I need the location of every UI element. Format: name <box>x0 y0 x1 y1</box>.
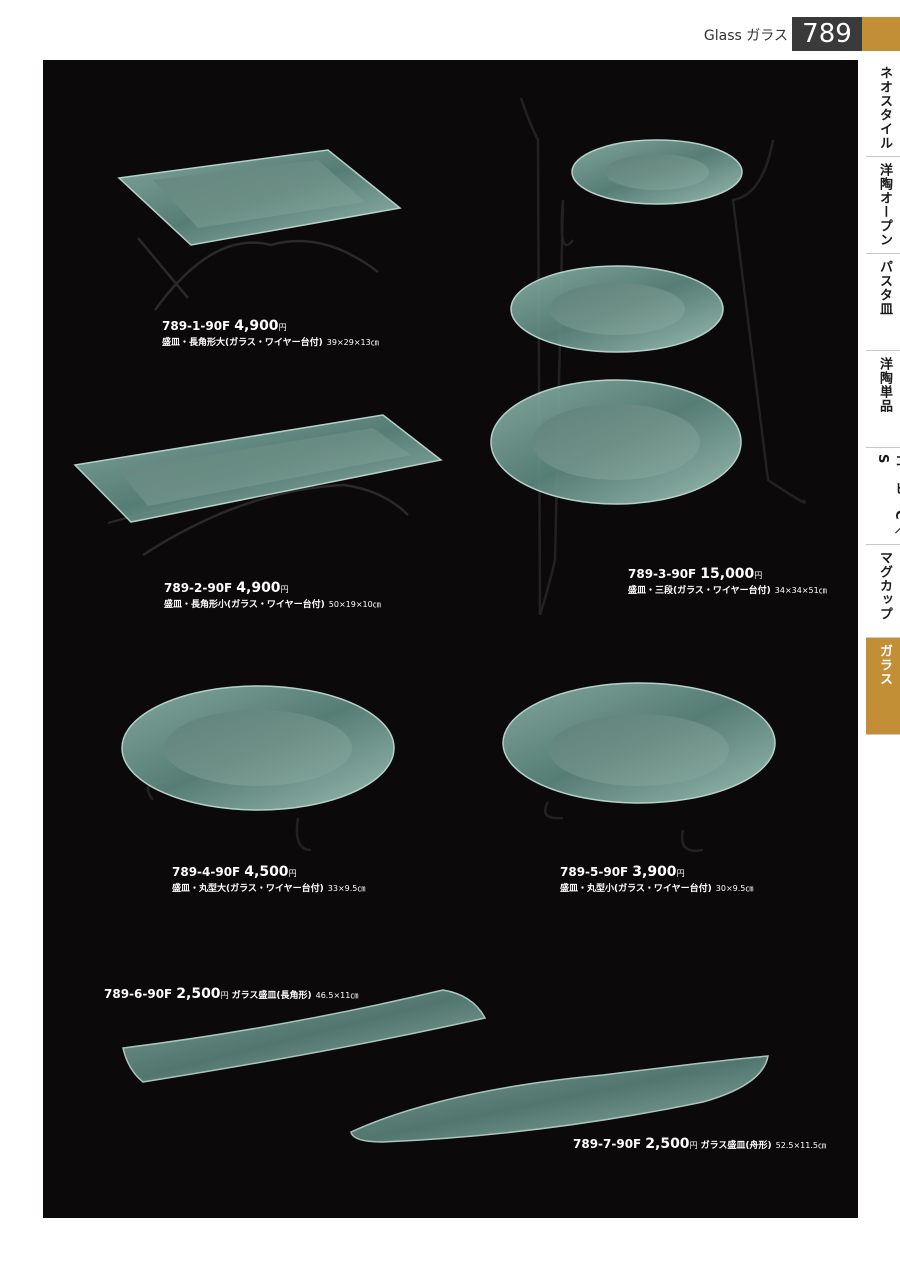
product-description: 盛皿・丸型小(ガラス・ワイヤー台付) <box>560 884 712 894</box>
tab-label: ガラス <box>877 644 892 686</box>
product-price: 4,900 <box>234 318 279 334</box>
tab-neo-style[interactable]: ネオスタイル <box>866 60 900 157</box>
product-code: 789-2-90F <box>164 581 233 595</box>
tab-mug-cup[interactable]: マグカップ <box>866 545 900 638</box>
product-image-789-7 <box>350 1055 769 1143</box>
product-image-789-5 <box>502 682 776 853</box>
product-description: 盛皿・長角形大(ガラス・ワイヤー台付) <box>162 338 323 348</box>
tab-glass[interactable]: ガラス <box>866 638 900 735</box>
page-number-accent <box>862 17 900 51</box>
tab-label: ネオスタイル <box>877 66 892 150</box>
yen-mark: 円 <box>220 991 229 1000</box>
product-illustrations <box>73 97 806 1143</box>
yen-mark: 円 <box>278 323 287 332</box>
product-image-789-3 <box>490 97 806 616</box>
page-number: 789 <box>792 17 862 51</box>
yen-mark: 円 <box>280 585 289 594</box>
product-dimensions: 39×29×13㎝ <box>326 338 379 347</box>
product-dimensions: 30×9.5㎝ <box>715 884 754 893</box>
product-image-789-2 <box>73 414 443 557</box>
yen-mark: 円 <box>754 571 763 580</box>
product-code: 789-3-90F <box>628 567 697 581</box>
product-description: ガラス盛皿(長角形) <box>231 991 312 1001</box>
product-price: 4,900 <box>236 580 281 596</box>
product-description: 盛皿・三段(ガラス・ワイヤー台付) <box>628 586 771 596</box>
tab-western-open[interactable]: 洋陶オープン <box>866 157 900 254</box>
product-price: 15,000 <box>700 566 755 582</box>
product-dimensions: 52.5×11.5㎝ <box>775 1141 826 1150</box>
product-code: 789-5-90F <box>560 865 629 879</box>
product-code: 789-4-90F <box>172 865 241 879</box>
product-price: 4,500 <box>244 864 289 880</box>
tab-label: コーヒーC／S <box>875 454 900 535</box>
product-description: 盛皿・長角形小(ガラス・ワイヤー台付) <box>164 600 325 610</box>
yen-mark: 円 <box>689 1141 698 1150</box>
product-price: 2,500 <box>176 986 221 1002</box>
product-dimensions: 33×9.5㎝ <box>327 884 366 893</box>
product-dimensions: 46.5×11㎝ <box>315 991 359 1000</box>
tab-label: マグカップ <box>877 551 892 621</box>
tab-western-single[interactable]: 洋陶単品 <box>866 351 900 448</box>
tab-pasta-plate[interactable]: パスタ皿 <box>866 254 900 351</box>
product-description: 盛皿・丸型大(ガラス・ワイヤー台付) <box>172 884 324 894</box>
product-price: 3,900 <box>632 864 677 880</box>
product-image-789-6 <box>122 989 487 1083</box>
product-code: 789-7-90F <box>573 1137 642 1151</box>
product-price: 2,500 <box>645 1136 690 1152</box>
yen-mark: 円 <box>676 869 685 878</box>
yen-mark: 円 <box>288 869 297 878</box>
tab-label: パスタ皿 <box>877 260 892 316</box>
product-description: ガラス盛皿(舟形) <box>700 1141 772 1151</box>
category-label: Glass ガラス <box>703 28 788 44</box>
product-image-789-1 <box>117 149 402 311</box>
tab-coffee-cup-saucer[interactable]: コーヒーC／S <box>866 448 900 545</box>
product-image-789-4 <box>121 685 395 852</box>
product-dimensions: 34×34×51㎝ <box>774 586 827 595</box>
product-code: 789-1-90F <box>162 319 231 333</box>
product-code: 789-6-90F <box>104 987 173 1001</box>
tab-label: 洋陶単品 <box>877 357 892 413</box>
product-dimensions: 50×19×10㎝ <box>328 600 381 609</box>
tab-label: 洋陶オープン <box>877 163 892 247</box>
